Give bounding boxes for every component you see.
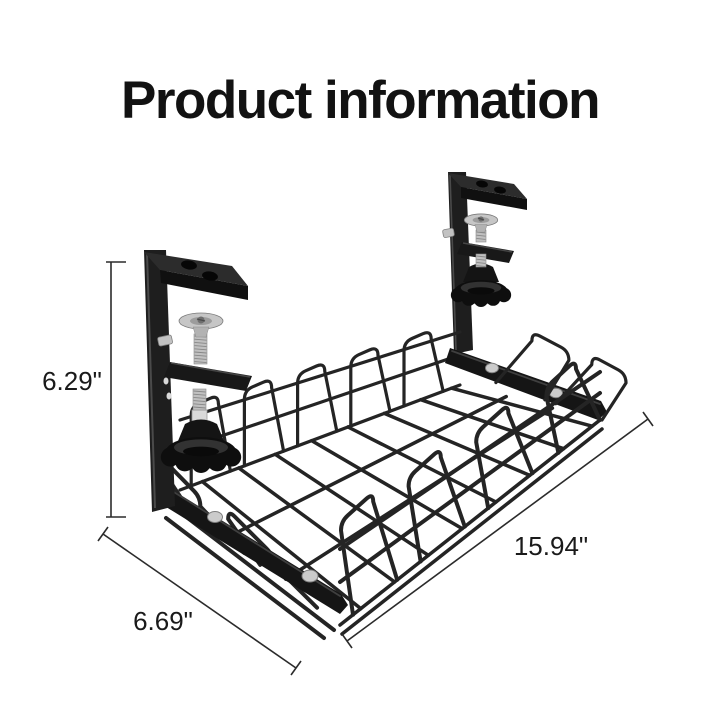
page-title: Product information: [121, 71, 600, 130]
clamp-mid-plate-highlight: [462, 242, 513, 253]
dimension-tick: [642, 411, 654, 427]
clamp-knob-cone: [178, 419, 224, 441]
left-mount-rail: [158, 486, 348, 614]
dimension-annotations: 6.29" 6.69" 15.94": [42, 261, 654, 676]
dimension-line: [346, 418, 649, 642]
left-clamp: [144, 250, 252, 512]
wire-basket: [156, 330, 628, 640]
left-clamp-screw-assembly: [160, 312, 242, 473]
clamp-arm-highlight: [449, 174, 457, 351]
mount-screw: [207, 511, 223, 523]
depth-dimension-label: 6.69": [133, 606, 193, 636]
mount-rail-bar: [158, 486, 348, 614]
clamp-knob-cone: [463, 263, 499, 282]
right-end-wires: [494, 333, 628, 422]
depth-dimension: 6.69": [97, 526, 302, 676]
plate-hole: [494, 186, 506, 194]
clamp-mid-plate: [164, 362, 252, 391]
height-dimension: 6.29": [42, 261, 126, 518]
mount-rail-highlight: [451, 350, 601, 405]
right-mount-rail: [445, 348, 607, 420]
arm-hole: [166, 392, 172, 400]
dimension-tick: [97, 526, 109, 542]
dimension-tick: [290, 660, 302, 676]
mount-screw: [485, 362, 499, 374]
height-dimension-label: 6.29": [42, 366, 102, 396]
back-wall-wires: [178, 330, 462, 492]
plate-hole: [202, 271, 218, 281]
floor-grid: [200, 386, 604, 636]
clamp-side-bolt: [442, 227, 455, 238]
dimension-tick: [341, 633, 353, 649]
length-dimension-label: 15.94": [514, 531, 588, 561]
dimension-line: [102, 533, 297, 669]
clamp-mid-plate-highlight: [170, 362, 251, 378]
clamp-top-plate: [144, 252, 248, 286]
plate-hole: [476, 180, 488, 188]
front-wall-wires: [338, 361, 602, 617]
mount-screw: [301, 569, 319, 583]
clamp-arm: [144, 250, 175, 512]
clamp-top-plate-edge: [160, 270, 248, 300]
plate-hole: [181, 260, 197, 270]
clamp-top-plate-edge: [461, 187, 527, 210]
length-dimension: 15.94": [341, 411, 654, 649]
arm-hole: [163, 377, 169, 385]
clamp-arm-highlight: [146, 252, 156, 509]
clamp-side-bolt: [157, 334, 173, 347]
clamp-mid-plate: [457, 242, 514, 263]
right-clamp-screw-assembly: [450, 213, 512, 307]
clamp-top-plate: [448, 173, 527, 199]
right-clamp: [442, 172, 527, 354]
